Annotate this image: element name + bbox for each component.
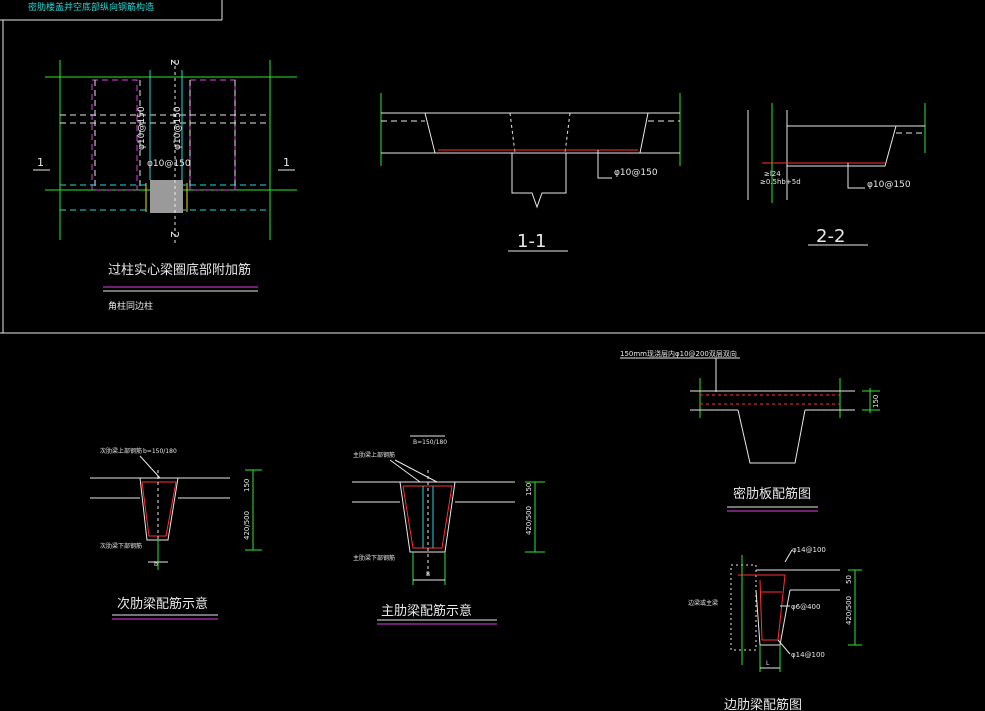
edge-dim-50: 50 (845, 575, 853, 584)
rib2-b: b (154, 561, 158, 568)
cut-2-top: 2 (168, 59, 181, 66)
section-2-2-bar: φ10@150 (867, 180, 911, 190)
detail-1-subtitle: 角柱同边柱 (108, 300, 153, 312)
rib1-title: 主肋梁配筋示意 (381, 603, 472, 619)
cut-2-bot: 2 (168, 231, 181, 238)
detail-1-title: 过柱实心梁圈底部附加筋 (108, 262, 251, 278)
bar-label-v2: φ10@150 (173, 106, 183, 150)
edge-bar-mid: φ6@400 (791, 603, 820, 611)
detail-section-1-1: φ10@150 1-1 (380, 93, 681, 252)
rib1-bot-bar: 主肋梁下部钢筋 (353, 554, 395, 562)
rib2-bot-bar: 次肋梁下部钢筋 (100, 542, 142, 550)
edge-beam-label: 边梁或主梁 (688, 599, 718, 607)
edge-beam-hatch (730, 564, 757, 651)
section-1-1-title: 1-1 (517, 231, 546, 252)
cut-1-right: 1 (283, 156, 290, 169)
header-title: 密肋楼盖并空底部纵向钢筋构造 (28, 1, 154, 13)
slab-note: 150mm现浇层内φ10@200双层双向 (620, 349, 737, 358)
detail-main-rib: 150 420/500 主肋梁上部钢筋 B=150/180 主肋梁下部钢筋 B … (352, 435, 545, 625)
rib2-title: 次肋梁配筋示意 (117, 596, 208, 612)
rib1-dim-150: 150 (525, 483, 533, 496)
section-2-2-anchor1: ≥l24 (764, 170, 781, 178)
column-block (150, 180, 183, 213)
rib1-top-bar: 主肋梁上部钢筋 (353, 451, 395, 459)
detail-section-2-2: φ10@150 ≥l24 ≥0.5hb+5d 2-2 (747, 103, 926, 247)
rib1-width: B=150/180 (413, 439, 447, 446)
rib1-B: B (426, 571, 430, 578)
rib2-dim-depth: 420/500 (243, 511, 251, 540)
edge-title: 边肋梁配筋图 (724, 697, 802, 711)
rib2-width: b=150/180 (143, 448, 177, 455)
bar-label-v1: φ10@150 (137, 106, 147, 150)
bar-label-h: φ10@150 (147, 159, 191, 169)
cut-1-left: 1 (37, 156, 44, 169)
section-2-2-title: 2-2 (816, 226, 845, 247)
detail-edge-rib: 50 420/500 φ14@100 φ6@400 φ14@100 边梁或主梁 … (688, 546, 862, 711)
edge-bar-bot: φ14@100 (791, 651, 825, 659)
section-1-1-bar: φ10@150 (614, 168, 658, 178)
detail-plan-column-beam: 1 1 2 2 φ10@150 φ10@150 φ10@150 过柱实心梁圈底部… (33, 59, 297, 312)
title-block: 密肋楼盖并空底部纵向钢筋构造 (0, 0, 985, 334)
slab-dim-150: 150 (872, 395, 880, 408)
detail-secondary-rib: 150 420/500 次肋梁上部钢筋 b=150/180 次肋梁下部钢筋 b … (90, 447, 262, 620)
rib2-dim-150: 150 (243, 479, 251, 492)
section-2-2-anchor2: ≥0.5hb+5d (760, 178, 801, 186)
edge-dim-depth: 420/500 (845, 596, 853, 625)
edge-bar-top: φ14@100 (792, 546, 826, 554)
rib2-top-bar: 次肋梁上部钢筋 (100, 447, 142, 455)
detail-ribbed-slab: 150mm现浇层内φ10@200双层双向 150 密肋板配筋图 (620, 349, 880, 512)
slab-title: 密肋板配筋图 (733, 486, 811, 502)
rib1-dim-depth: 420/500 (525, 506, 533, 535)
edge-L: L (766, 660, 770, 667)
